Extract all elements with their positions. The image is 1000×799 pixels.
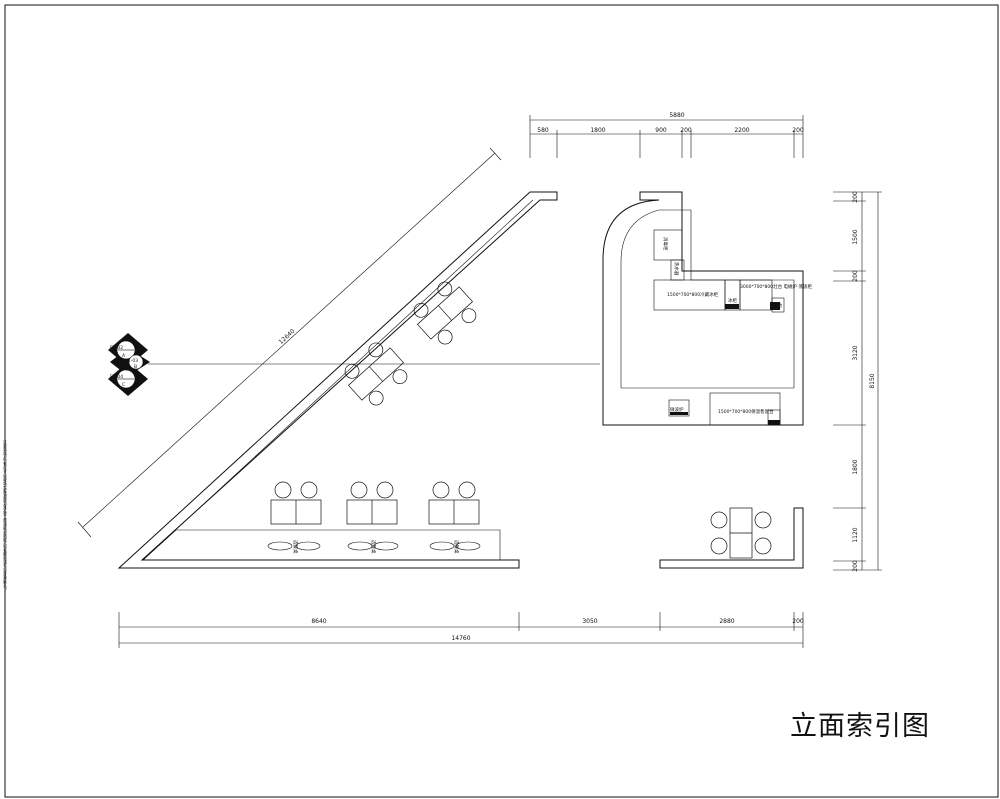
dim-right-seg-1: 200 bbox=[852, 191, 859, 203]
dim-right-seg-6: 1120 bbox=[852, 527, 859, 542]
label-water-heater: 热水器 bbox=[673, 262, 680, 276]
diagonal-dimension: 12640 bbox=[77, 147, 502, 538]
dim-top-seg-1: 580 bbox=[537, 127, 549, 134]
dim-right-seg-7: 200 bbox=[852, 560, 859, 572]
dim-top-seg-4: 200 bbox=[680, 127, 692, 134]
dim-top-total: 5880 bbox=[669, 112, 684, 119]
dim-top-seg-6: 200 bbox=[792, 127, 804, 134]
marker-ref-b: E1-03 bbox=[125, 358, 138, 364]
left-room-walls bbox=[117, 191, 558, 569]
dim-right-total: 8150 bbox=[869, 373, 876, 388]
label-microwave: 微波炉 bbox=[670, 406, 684, 413]
dim-bottom-total: 14760 bbox=[451, 635, 470, 642]
label-cabinet: 冰柜 bbox=[728, 297, 737, 304]
marker-letter-a: A bbox=[122, 353, 126, 359]
small-room-walls bbox=[659, 507, 804, 569]
kitchen-dark-marks bbox=[670, 302, 780, 425]
label-disinfect-cabinet: 消毒柜 bbox=[662, 237, 669, 251]
bottom-dining-tables bbox=[270, 481, 480, 525]
sheet-border bbox=[4, 4, 999, 798]
counter-items bbox=[267, 541, 481, 551]
label-fridge: 1500*700*800冷藏冰柜 bbox=[667, 291, 719, 298]
bottom-dimension-chain: 8640 3050 2880 200 14760 bbox=[118, 612, 804, 648]
dim-right-seg-5: 1800 bbox=[852, 459, 859, 474]
dim-bottom-seg-1: 8640 bbox=[311, 618, 326, 625]
dim-top-seg-2: 1800 bbox=[590, 127, 605, 134]
side-note-text: 注意事项:所有尺寸以现场实际测量为准,施工前请核对图纸,如有疑问请与设计师联系。 bbox=[3, 440, 8, 592]
dim-bottom-seg-4: 200 bbox=[792, 618, 804, 625]
marker-letter-c: C bbox=[122, 382, 125, 388]
marker-ref-a: E1-02 bbox=[110, 345, 123, 351]
counter-label-2: 选餐桌 bbox=[370, 540, 377, 554]
drawing-title: 立面索引图 bbox=[790, 711, 930, 742]
label-cooker: 3000*700*800灶台 电磁炉 蒸饭柜 bbox=[740, 283, 812, 290]
dim-top-seg-5: 2200 bbox=[734, 127, 749, 134]
kitchen-fixtures bbox=[653, 229, 785, 426]
marker-ref-c: E1-04 bbox=[110, 374, 123, 380]
counter-label-1: 选餐桌 bbox=[292, 540, 299, 554]
top-dimension-chain: 5880 580 1800 900 200 2200 200 bbox=[529, 112, 804, 158]
small-room-table bbox=[710, 507, 772, 559]
diagonal-dining-tables bbox=[344, 281, 477, 406]
elevation-index-marker bbox=[108, 333, 600, 396]
dim-right-seg-3: 200 bbox=[852, 270, 859, 282]
dim-right-seg-2: 1500 bbox=[852, 229, 859, 244]
dim-diagonal: 12640 bbox=[278, 328, 297, 346]
dim-bottom-seg-3: 2880 bbox=[719, 618, 734, 625]
label-sink: 水池 bbox=[773, 302, 782, 309]
right-dimension-chain: 8150 200 1500 200 3120 1800 1120 200 bbox=[833, 191, 882, 572]
marker-letter-b: B bbox=[134, 364, 137, 370]
label-steam-table: 1500*700*800保温售饭台 bbox=[718, 408, 774, 415]
counter-label-3: 选餐桌 bbox=[453, 540, 460, 554]
dim-top-seg-3: 900 bbox=[655, 127, 667, 134]
dim-right-seg-4: 3120 bbox=[852, 345, 859, 360]
dim-bottom-seg-2: 3050 bbox=[582, 618, 597, 625]
